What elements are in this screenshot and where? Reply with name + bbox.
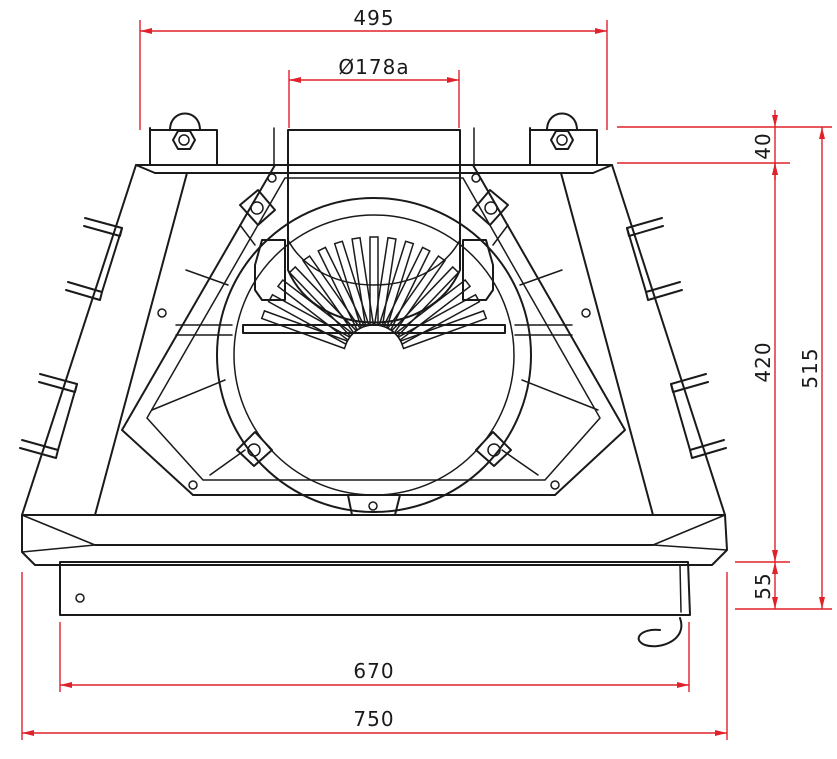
dim-base-width: 670 bbox=[59, 622, 690, 692]
fan-blades bbox=[260, 236, 488, 350]
bottom-plate-hole bbox=[75, 593, 85, 603]
dim-body-height: 420 bbox=[751, 163, 778, 562]
fan-ring-outer bbox=[216, 197, 532, 513]
struts bbox=[151, 224, 599, 476]
dim-base-width-label: 670 bbox=[353, 659, 394, 683]
top-bracket-left bbox=[149, 112, 218, 166]
mount-lug-bottom-right bbox=[475, 431, 512, 467]
dim-top-width-label: 495 bbox=[353, 6, 394, 30]
frame-hole bbox=[157, 308, 167, 318]
machine-outline bbox=[19, 112, 728, 648]
dim-flange-diameter-label: Ø178a bbox=[338, 55, 409, 79]
dim-top-bracket-label: 40 bbox=[751, 132, 775, 159]
frame-hole bbox=[550, 480, 560, 490]
mount-lug-bottom-left bbox=[236, 431, 273, 467]
dim-flange-diameter: Ø178a bbox=[288, 55, 460, 128]
bottom-plate bbox=[59, 561, 691, 616]
housing-inner-right-frame bbox=[560, 164, 654, 516]
octagon-frame-inner bbox=[146, 177, 601, 481]
fan-top-bar bbox=[242, 324, 506, 334]
dim-overall-width: 750 bbox=[21, 572, 728, 740]
bottom-plate-inner bbox=[679, 564, 682, 613]
frame-hole bbox=[471, 173, 481, 183]
dim-overall-height: 515 bbox=[798, 127, 825, 609]
frame-hole bbox=[581, 308, 591, 318]
frame-hole bbox=[188, 480, 198, 490]
octagon-frame bbox=[121, 164, 626, 496]
fan-ring-inner bbox=[233, 214, 515, 496]
fan-blade bbox=[394, 278, 472, 341]
duct-collar bbox=[287, 129, 461, 324]
fan-blade bbox=[276, 278, 354, 341]
mount-lug-top-left bbox=[239, 189, 276, 226]
housing-outer bbox=[21, 164, 726, 516]
bottom-tab-hole bbox=[368, 501, 378, 511]
duct-collar-curve bbox=[287, 239, 461, 286]
dim-bottom-plate: 55 bbox=[751, 562, 778, 609]
top-bracket-right bbox=[529, 112, 598, 166]
clip-left bbox=[254, 239, 286, 301]
fan-blade bbox=[260, 309, 349, 350]
bottom-tab bbox=[347, 494, 401, 516]
dim-top-width: 495 bbox=[139, 6, 608, 130]
frame-hole bbox=[267, 173, 277, 183]
side-hooks-right bbox=[626, 217, 727, 459]
cable bbox=[637, 617, 683, 648]
dim-overall-width-label: 750 bbox=[353, 707, 394, 731]
dim-bottom-plate-label: 55 bbox=[751, 572, 775, 599]
dim-body-height-label: 420 bbox=[751, 341, 775, 382]
dimensions: 495 Ø178a 40 420 bbox=[21, 6, 832, 740]
side-hooks-left bbox=[19, 217, 123, 459]
base-right-chamfer bbox=[652, 514, 728, 551]
mount-lug-top-right bbox=[472, 189, 509, 226]
base-left-chamfer bbox=[21, 514, 96, 553]
base-flange bbox=[21, 514, 728, 566]
dim-overall-height-label: 515 bbox=[798, 347, 822, 388]
clip-right bbox=[462, 239, 494, 301]
